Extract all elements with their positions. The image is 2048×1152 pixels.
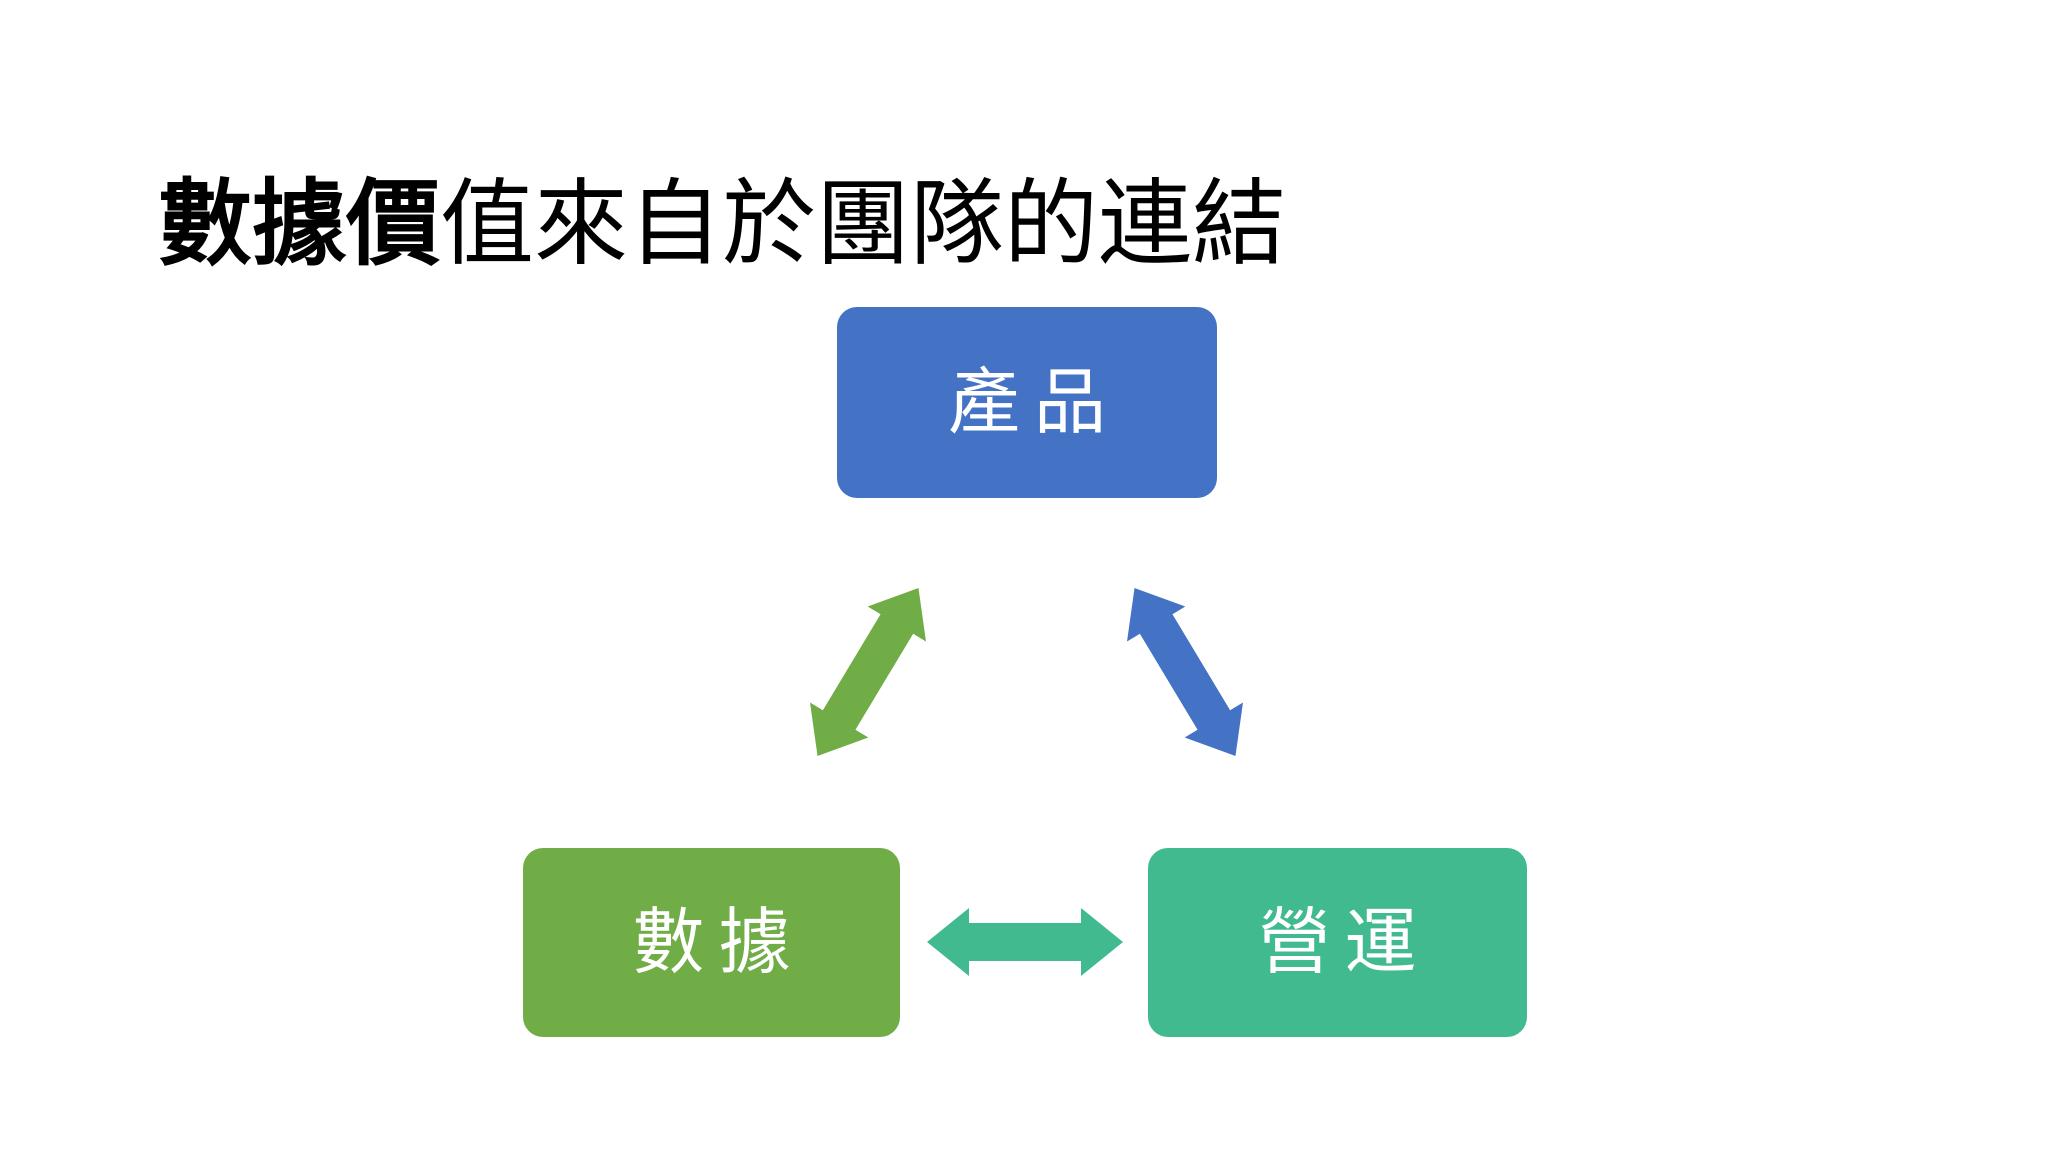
node-operations-label: 營運 — [1258, 902, 1431, 983]
connector-product-data-arrow — [810, 587, 926, 757]
double-arrow-icon — [927, 908, 1123, 976]
node-product-label: 產品 — [947, 362, 1120, 443]
node-data-label: 數據 — [632, 902, 805, 983]
node-operations: 營運 — [1148, 848, 1527, 1037]
node-data: 數據 — [523, 848, 900, 1037]
node-product: 產品 — [837, 307, 1217, 498]
double-arrow-icon — [810, 587, 926, 757]
connector-data-operations-arrow — [927, 908, 1123, 976]
title-bold-text: 數據價 — [158, 170, 441, 276]
title-regular-text: 值來自於團隊的連結 — [440, 170, 1287, 276]
double-arrow-icon — [1127, 587, 1243, 757]
slide-title: 數據價值來自於團隊的連結 — [158, 174, 1286, 274]
connector-product-operations-arrow — [1127, 587, 1243, 757]
